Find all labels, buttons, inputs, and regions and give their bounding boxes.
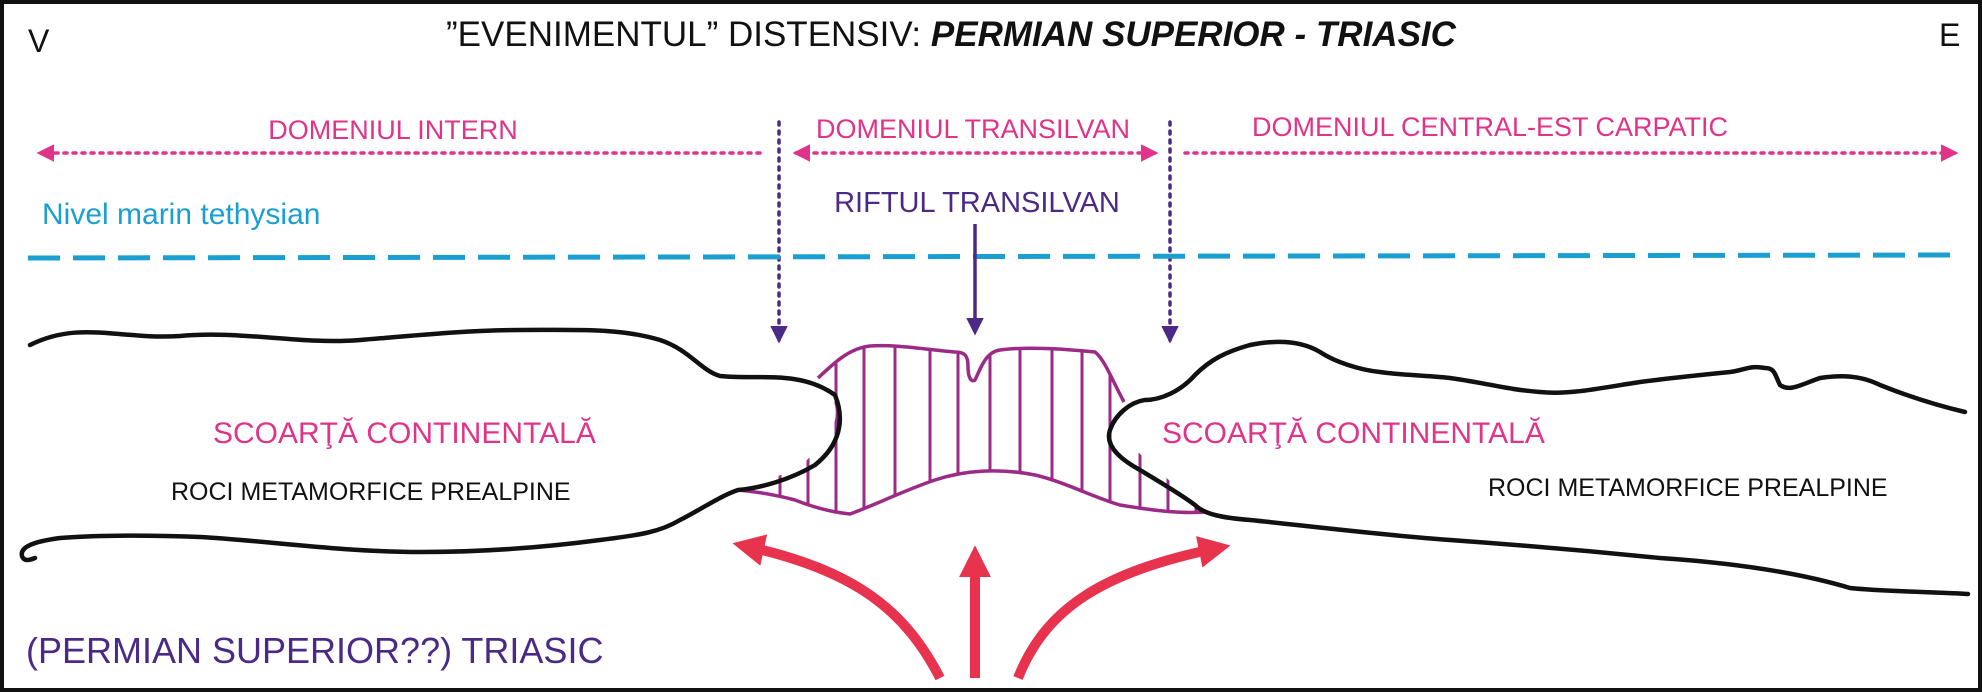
left-crust-rock: ROCI METAMORFICE PREALPINE [171, 478, 571, 506]
right-crust-rock: ROCI METAMORFICE PREALPINE [1488, 474, 1888, 502]
title-emphasis: PERMIAN SUPERIOR - TRIASIC [931, 15, 1457, 54]
upwelling-arrow-left [745, 546, 940, 678]
age-label: (PERMIAN SUPERIOR??) TRIASIC [26, 630, 603, 671]
sea-level-label: Nivel marin tethysian [42, 198, 320, 231]
domain-central-east-label: DOMENIUL CENTRAL-EST CARPATIC [1252, 112, 1728, 142]
title-prefix: ”EVENIMENTUL” DISTENSIV: [446, 15, 931, 54]
rift-label: RIFTUL TRANSILVAN [834, 187, 1120, 219]
right-crust-block [1109, 342, 1968, 594]
right-crust-name: SCOARŢĂ CONTINENTALĂ [1162, 417, 1545, 450]
upwelling-arrow-right [1018, 548, 1218, 678]
left-crust-name: SCOARŢĂ CONTINENTALĂ [213, 417, 596, 450]
domain-intern-label: DOMENIUL INTERN [268, 115, 518, 145]
east-label: E [1939, 17, 1960, 53]
domain-transilvan-label: DOMENIUL TRANSILVAN [816, 114, 1130, 144]
sea-level-line [28, 255, 1955, 258]
diagram-title: ”EVENIMENTUL” DISTENSIV: PERMIAN SUPERIO… [446, 15, 1457, 54]
rift-infill [738, 330, 1205, 530]
upwelling-arrows [745, 546, 1218, 678]
west-label: V [28, 23, 50, 59]
